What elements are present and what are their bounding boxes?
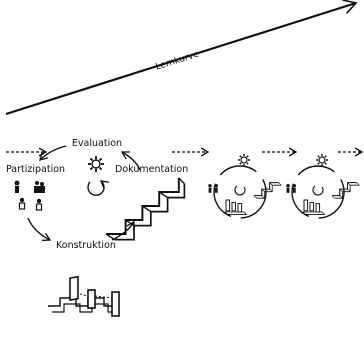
construction-blocks-icon bbox=[48, 275, 120, 317]
learning-curve-arrow bbox=[5, 0, 358, 116]
refresh-icon bbox=[87, 180, 110, 196]
learning-curve-label: Lernkurve bbox=[155, 49, 201, 72]
mini-cycle-1 bbox=[208, 154, 281, 218]
cycle-arrow-dokumentation-to-evaluation bbox=[120, 151, 141, 171]
documentation-steps-icon bbox=[105, 177, 186, 241]
phase-label-evaluation: Evaluation bbox=[72, 138, 122, 149]
cycle-arrow-konstruktion-to-dokumentation bbox=[111, 220, 135, 241]
people-icon bbox=[14, 180, 45, 211]
phase-label-partizipation: Partizipation bbox=[6, 164, 65, 175]
cycle-arrow-partizipation-to-konstruktion bbox=[27, 217, 52, 242]
gear-icon bbox=[88, 156, 104, 172]
phase-label-dokumentation: Dokumentation bbox=[115, 164, 188, 175]
mini-cycle-2 bbox=[286, 154, 359, 218]
main-cycle-arrows bbox=[27, 145, 141, 242]
cycle-arrow-evaluation-to-partizipation bbox=[39, 145, 67, 161]
phase-label-konstruktion: Konstruktion bbox=[56, 240, 116, 251]
